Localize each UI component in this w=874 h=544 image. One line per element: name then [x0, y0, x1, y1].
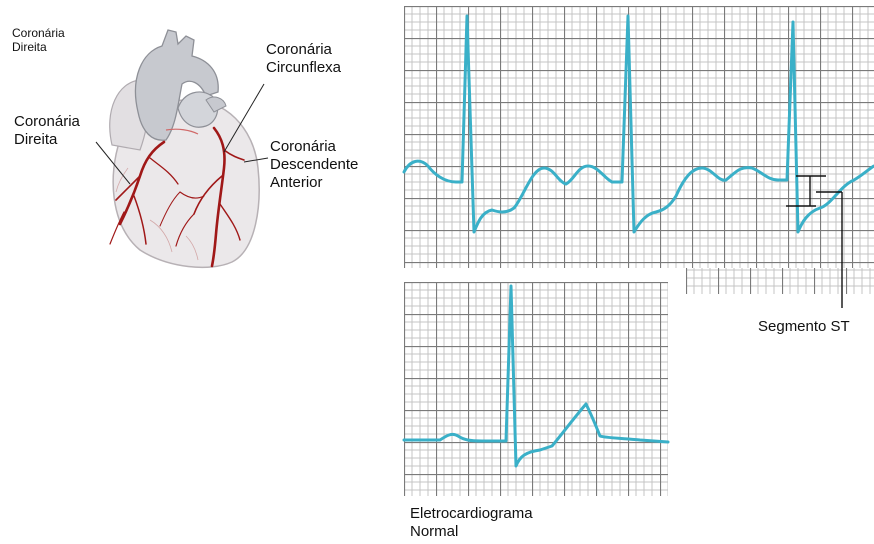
label-coronaria-descendente-anterior: Coronária Descendente Anterior: [270, 138, 358, 192]
label-coronaria-circunflexa: Coronária Circunflexa: [266, 41, 341, 77]
label-coronaria-direita-top: Coronária Direita: [12, 26, 65, 55]
heart-illustration: [110, 30, 259, 267]
label-coronaria-direita: Coronária Direita: [14, 113, 80, 149]
bottom-ecg-grid: [404, 282, 668, 496]
top-ecg-grid: [404, 6, 874, 294]
label-segmento-st: Segmento ST: [758, 318, 850, 336]
label-eletrocardiograma-normal: Eletrocardiograma Normal: [410, 505, 533, 541]
